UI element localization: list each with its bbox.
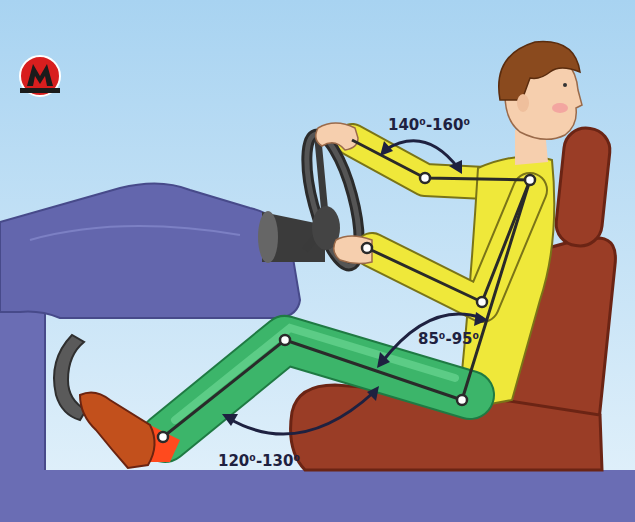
hand: [316, 123, 358, 150]
hair: [499, 42, 580, 100]
footwell-edge: [44, 300, 46, 470]
dashboard-highlight: [30, 226, 240, 240]
headrest: [554, 126, 612, 248]
column-ring: [258, 211, 278, 263]
arrowheads: [222, 141, 488, 426]
logo: [20, 56, 60, 96]
cheek: [552, 103, 568, 113]
angle-label: 120⁰-130⁰: [218, 452, 300, 470]
joints: [158, 173, 535, 442]
footwell-wall: [0, 300, 45, 470]
shoe: [80, 392, 155, 468]
angle-label: 85⁰-95⁰: [418, 330, 479, 348]
angle-arcs: [228, 141, 482, 434]
hand: [334, 236, 372, 264]
eye: [563, 83, 567, 87]
ear: [517, 94, 529, 112]
dashboard: [0, 183, 300, 318]
floor: [0, 470, 635, 522]
body-angle-lines: [163, 140, 530, 437]
angle-label: 140⁰-160⁰: [388, 116, 470, 134]
